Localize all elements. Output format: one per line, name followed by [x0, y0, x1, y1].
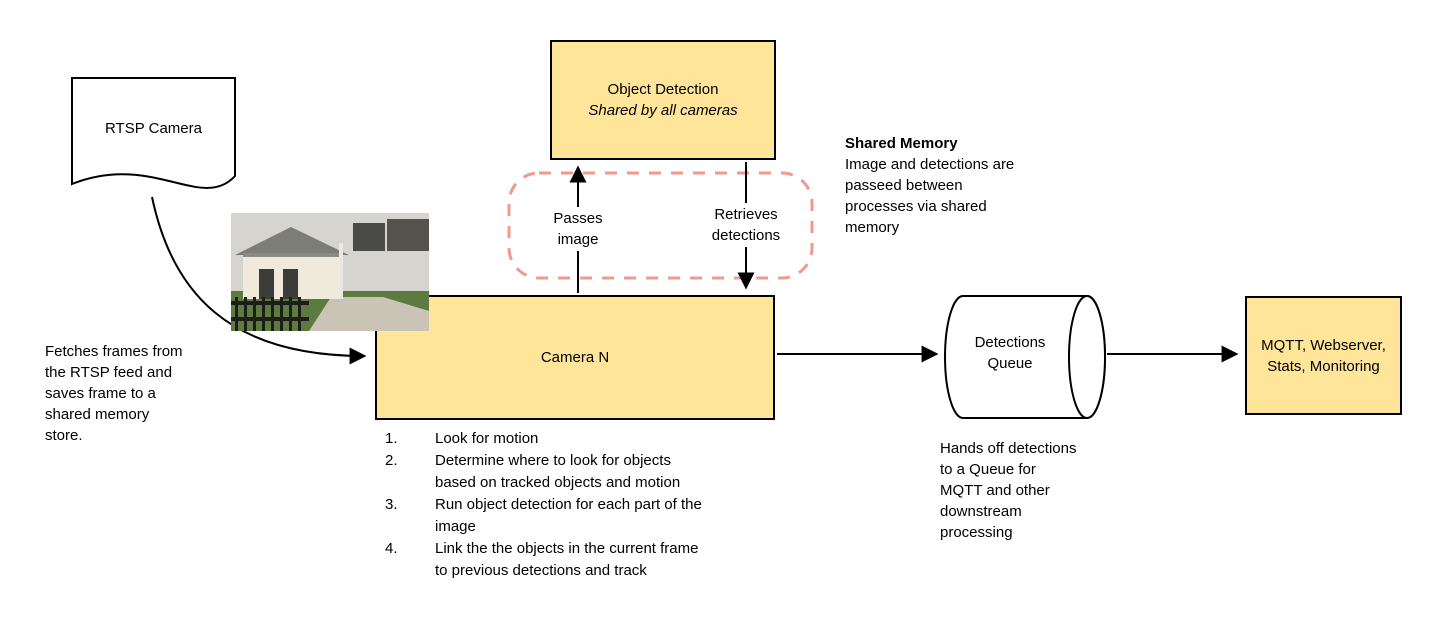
object-detection-subtitle: Shared by all cameras [588, 102, 738, 119]
node-camera-n: Camera N [375, 295, 775, 420]
camera-step: 4. Link the the objects in the current f… [385, 538, 765, 582]
node-outputs: MQTT, Webserver, Stats, Monitoring [1245, 296, 1402, 415]
camera-step-text: Link the the objects in the current fram… [435, 540, 699, 579]
camera-step: 3. Run object detection for each part of… [385, 494, 765, 538]
edge-label-passes-image: Passes image [532, 207, 624, 251]
shared-memory-note: Shared Memory Image and detections are p… [845, 133, 1065, 238]
camera-step: 2. Determine where to look for objects b… [385, 450, 765, 494]
camera-step-number: 3. [385, 496, 398, 513]
shared-memory-note-title: Shared Memory [845, 135, 958, 152]
camera-step-number: 4. [385, 540, 398, 557]
camera-frame-photo [231, 213, 429, 331]
node-object-detection: Object Detection Shared by all cameras [550, 40, 776, 160]
camera-step-number: 2. [385, 452, 398, 469]
camera-step: 1. Look for motion [385, 428, 765, 450]
edge-label-retrieves-detections: Retrieves detections [698, 203, 794, 247]
fetch-frames-note: Fetches frames from the RTSP feed and sa… [45, 343, 183, 444]
camera-step-number: 1. [385, 430, 398, 447]
outputs-label: MQTT, Webserver, Stats, Monitoring [1261, 336, 1386, 375]
camera-step-text: Look for motion [435, 430, 539, 447]
camera-steps-list: 1. Look for motion 2. Determine where to… [385, 428, 765, 582]
camera-step-text: Run object detection for each part of th… [435, 496, 702, 535]
detections-queue-label: Detections Queue [974, 334, 1046, 372]
camera-n-label: Camera N [540, 349, 610, 366]
object-detection-title: Object Detection [607, 81, 719, 98]
queue-handoff-note: Hands off detections to a Queue for MQTT… [940, 440, 1077, 541]
shared-memory-note-body: Image and detections are passeed between… [845, 156, 1015, 236]
camera-step-text: Determine where to look for objects base… [435, 452, 681, 491]
rtsp-camera-label: RTSP Camera [105, 120, 202, 137]
